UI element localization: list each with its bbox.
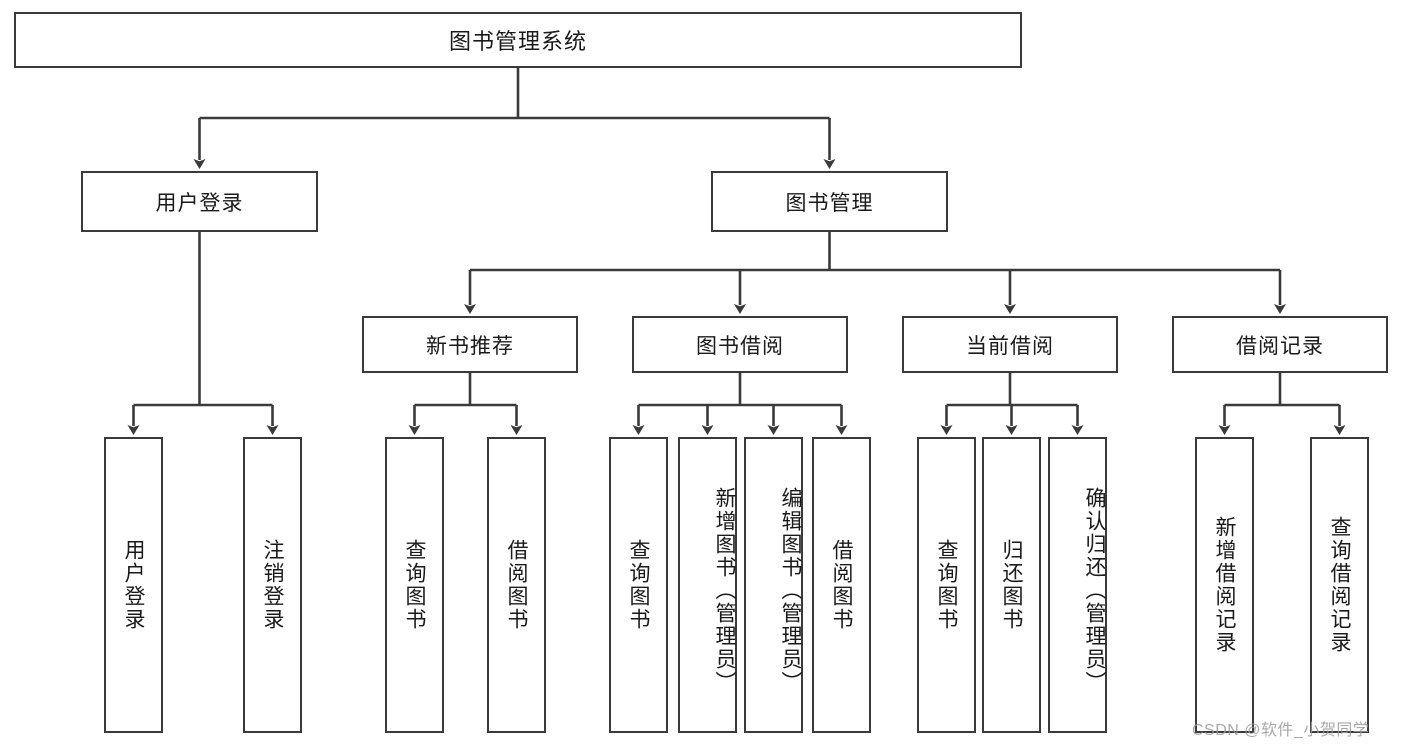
node-label: 查询图书: [935, 539, 958, 631]
watermark-text: CSDN @软件_小贺同学: [1192, 722, 1370, 739]
node-query-book-4[interactable]: 查询图书: [609, 437, 668, 733]
node-confirm-return-admin-10[interactable]: 确认归还（管理员）: [1048, 437, 1107, 733]
node-current-borrow[interactable]: 当前借阅: [902, 316, 1118, 373]
node-label: 编辑图书（管理员）: [779, 486, 802, 694]
node-add-book-admin-5[interactable]: 新增图书（管理员）: [678, 437, 737, 733]
node-edit-book-admin-6[interactable]: 编辑图书（管理员）: [744, 437, 803, 733]
node-new-book-recommend[interactable]: 新书推荐: [362, 316, 578, 373]
node-borrow-book-7[interactable]: 借阅图书: [812, 437, 871, 733]
node-label: 借阅图书: [505, 539, 528, 631]
node-label: 当前借阅: [966, 334, 1054, 358]
node-label: 新增图书（管理员）: [713, 486, 736, 694]
node-query-borrow-record-12[interactable]: 查询借阅记录: [1310, 437, 1369, 733]
node-user-login-0[interactable]: 用户登录: [104, 437, 163, 733]
node-label: 新增借阅记录: [1213, 516, 1236, 654]
node-query-book-2[interactable]: 查询图书: [385, 437, 444, 733]
node-borrow-record[interactable]: 借阅记录: [1172, 316, 1388, 373]
node-label: 借阅图书: [830, 539, 853, 631]
node-label: 确认归还（管理员）: [1083, 486, 1106, 694]
node-borrow-book-3[interactable]: 借阅图书: [487, 437, 546, 733]
node-label: 注销登录: [261, 539, 284, 631]
node-label: 查询图书: [627, 539, 650, 631]
node-user-login[interactable]: 用户登录: [81, 171, 318, 232]
node-book-management-system[interactable]: 图书管理系统: [14, 12, 1022, 68]
node-label: 查询图书: [403, 539, 426, 631]
node-label: 归还图书: [1000, 539, 1023, 631]
node-label: 用户登录: [122, 539, 145, 631]
node-label: 图书管理系统: [448, 29, 587, 54]
node-label: 图书借阅: [696, 334, 784, 358]
node-book-management[interactable]: 图书管理: [711, 171, 948, 232]
node-label: 用户登录: [155, 191, 244, 215]
node-label: 新书推荐: [426, 334, 514, 358]
node-add-borrow-record-11[interactable]: 新增借阅记录: [1195, 437, 1254, 733]
node-return-book-9[interactable]: 归还图书: [982, 437, 1041, 733]
node-query-book-8[interactable]: 查询图书: [917, 437, 976, 733]
node-book-borrow[interactable]: 图书借阅: [632, 316, 848, 373]
node-label: 图书管理: [785, 191, 874, 215]
node-label: 借阅记录: [1236, 334, 1324, 358]
node-logout-1[interactable]: 注销登录: [243, 437, 302, 733]
node-label: 查询借阅记录: [1328, 516, 1351, 654]
